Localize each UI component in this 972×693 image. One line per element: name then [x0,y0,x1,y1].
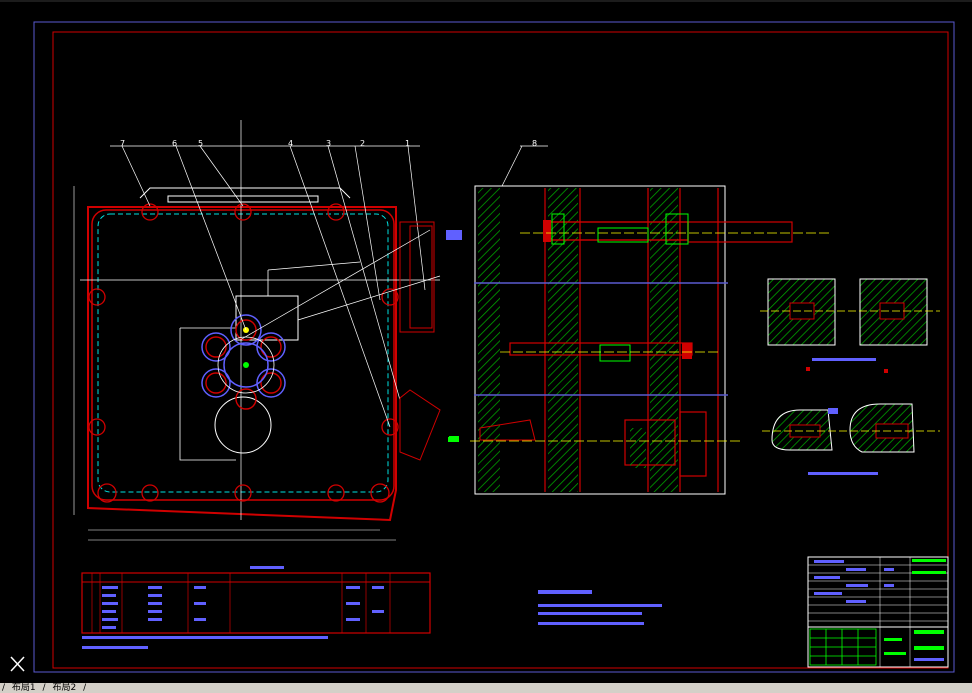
balloon-7: 7 [120,139,125,148]
balloon-5: 5 [198,139,203,148]
gearbox-plan-view [73,120,462,541]
balloon-2: 2 [360,139,365,148]
balloon-1: 1 [405,139,410,148]
title-block [807,556,949,668]
layout-tab-bar: / 布局1 / 布局2 / [0,683,972,693]
tab-separator-1: / [42,683,46,693]
balloon-3: 3 [326,139,331,148]
tab-separator-0: / [2,683,6,693]
drawing-border [52,31,949,669]
tab-layout-2[interactable]: 布局2 [52,683,77,693]
part-balloons: 7 6 5 4 3 2 1 8 [120,139,537,148]
viewport-top-edge [0,0,972,2]
outer-sheet-frame [33,21,955,673]
parts-list-table [81,566,431,649]
detail-views [760,278,940,475]
section-view [448,145,830,495]
tab-layout-1[interactable]: 布局1 [11,683,36,693]
balloon-4: 4 [288,139,293,148]
ucs-axis-icon [10,656,25,672]
technical-notes [538,590,662,625]
tab-separator-2: / [83,683,87,693]
balloon-6: 6 [172,139,177,148]
balloon-8: 8 [532,139,537,148]
